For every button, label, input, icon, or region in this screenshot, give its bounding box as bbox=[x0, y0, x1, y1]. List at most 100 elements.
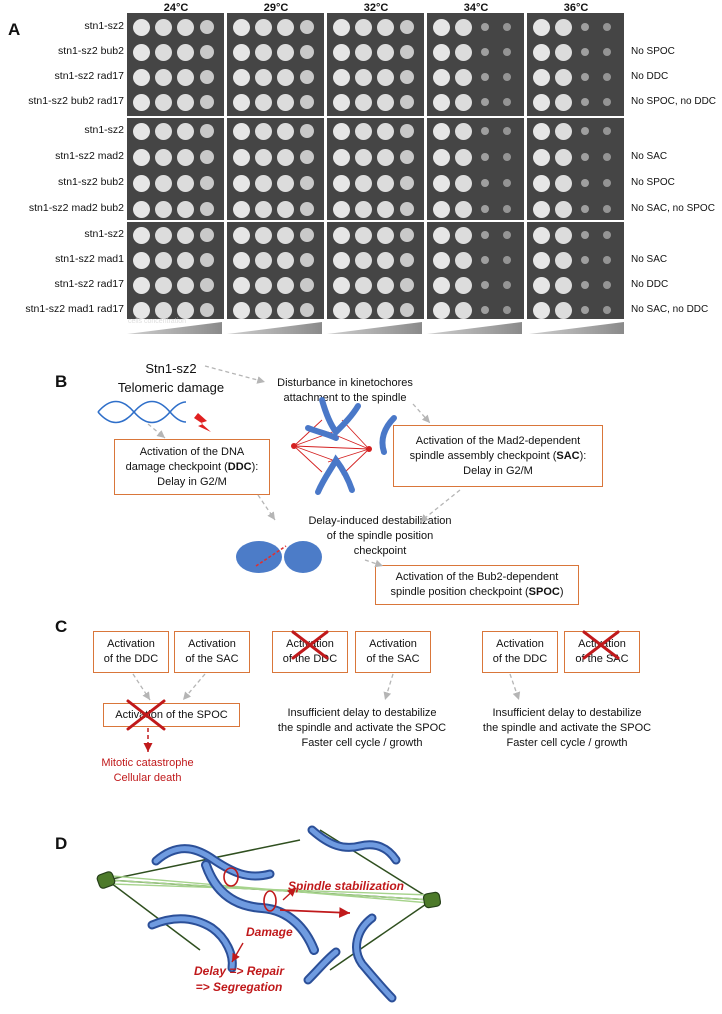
strain-label: stn1-sz2 bub2 bbox=[58, 176, 124, 188]
colony-spot bbox=[503, 205, 511, 213]
colony-spot bbox=[554, 122, 572, 140]
colony-spot bbox=[603, 231, 611, 239]
c3-outcome: Insufficient delay to destabilize the sp… bbox=[482, 707, 652, 749]
strain-label: stn1-sz2 bbox=[84, 228, 124, 240]
colony-spot bbox=[354, 174, 372, 192]
colony-spot bbox=[132, 93, 150, 111]
colony-spot bbox=[332, 122, 350, 140]
panel-c-label: C bbox=[55, 617, 68, 636]
colony-spot bbox=[300, 176, 314, 190]
colony-spot bbox=[376, 148, 394, 166]
colony-spot bbox=[554, 43, 572, 61]
colony-spot bbox=[376, 174, 394, 192]
colony-spot bbox=[432, 93, 450, 111]
colony-spot bbox=[276, 148, 294, 166]
colony-spot bbox=[132, 18, 150, 36]
temp-34: 34°C bbox=[463, 2, 489, 14]
colony-spot bbox=[603, 73, 611, 81]
colony-spot bbox=[332, 200, 350, 218]
colony-spot bbox=[532, 251, 550, 269]
colony-spot bbox=[276, 276, 294, 294]
colony-spot bbox=[154, 18, 172, 36]
colony-spot bbox=[354, 122, 372, 140]
spindle-stabilization-label: Spindle stabilization bbox=[288, 879, 405, 893]
colony-spot bbox=[432, 122, 450, 140]
colony-spot bbox=[554, 301, 572, 319]
colony-spot bbox=[376, 251, 394, 269]
colony-spot bbox=[132, 301, 150, 319]
colony-spot bbox=[400, 124, 414, 138]
colony-spot bbox=[232, 276, 250, 294]
colony-spot bbox=[481, 256, 489, 264]
colony-spot bbox=[276, 200, 294, 218]
strain-label: stn1-sz2 mad1 bbox=[55, 253, 124, 265]
colony-spot bbox=[481, 179, 489, 187]
colony-spot bbox=[254, 43, 272, 61]
sac-activation-box: Activation of the Mad2-dependent spindle… bbox=[393, 425, 603, 487]
colony-spot bbox=[481, 23, 489, 31]
colony-spot bbox=[376, 200, 394, 218]
colony-spot bbox=[354, 93, 372, 111]
colony-spot bbox=[276, 93, 294, 111]
colony-spot bbox=[276, 122, 294, 140]
colony-spot bbox=[354, 68, 372, 86]
colony-spot bbox=[481, 281, 489, 289]
colony-spot bbox=[300, 202, 314, 216]
colony-spot bbox=[254, 18, 272, 36]
colony-spot bbox=[176, 301, 194, 319]
colony-spot bbox=[254, 200, 272, 218]
colony-spot bbox=[254, 148, 272, 166]
colony-spot bbox=[400, 176, 414, 190]
colony-spot bbox=[276, 301, 294, 319]
colony-spot bbox=[132, 122, 150, 140]
colony-spot bbox=[232, 68, 250, 86]
colony-spot bbox=[232, 226, 250, 244]
colony-spot bbox=[354, 43, 372, 61]
phenotype-label: No SAC bbox=[631, 254, 668, 265]
colony-spot bbox=[581, 73, 589, 81]
phenotype-label: No SAC, no DDC bbox=[631, 304, 709, 315]
strain-label: stn1-sz2 rad17 bbox=[54, 278, 124, 290]
colony-spot bbox=[603, 179, 611, 187]
colony-spot bbox=[481, 127, 489, 135]
colony-spot bbox=[300, 70, 314, 84]
colony-spot bbox=[376, 276, 394, 294]
colony-spot bbox=[400, 253, 414, 267]
panel-b-label: B bbox=[55, 372, 68, 391]
colony-spot bbox=[532, 18, 550, 36]
colony-spot bbox=[154, 301, 172, 319]
colony-spot bbox=[532, 301, 550, 319]
colony-spot bbox=[454, 122, 472, 140]
stn1-title: Stn1-sz2 Telomeric damage bbox=[117, 361, 225, 395]
strain-label: stn1-sz2 rad17 bbox=[54, 70, 124, 82]
phenotype-label: No SPOC bbox=[631, 46, 675, 57]
colony-spot bbox=[300, 253, 314, 267]
colony-spot bbox=[332, 301, 350, 319]
colony-spot bbox=[581, 153, 589, 161]
colony-spot bbox=[603, 306, 611, 314]
colony-spot bbox=[300, 303, 314, 317]
colony-spot bbox=[200, 45, 214, 59]
colony-spot bbox=[503, 127, 511, 135]
colony-spot bbox=[532, 43, 550, 61]
colony-spot bbox=[254, 301, 272, 319]
colony-spot bbox=[354, 148, 372, 166]
colony-spot bbox=[503, 98, 511, 106]
colony-spot bbox=[400, 95, 414, 109]
damage-label: Damage bbox=[246, 925, 293, 939]
colony-spot bbox=[300, 278, 314, 292]
lightning-icon bbox=[194, 413, 211, 432]
colony-spot bbox=[276, 251, 294, 269]
colony-spot bbox=[554, 148, 572, 166]
colony-spot bbox=[332, 18, 350, 36]
colony-spot bbox=[481, 48, 489, 56]
colony-spot bbox=[254, 251, 272, 269]
colony-spot bbox=[400, 70, 414, 84]
colony-spot bbox=[332, 43, 350, 61]
colony-spot bbox=[276, 18, 294, 36]
colony-spot bbox=[454, 174, 472, 192]
colony-spot bbox=[132, 200, 150, 218]
